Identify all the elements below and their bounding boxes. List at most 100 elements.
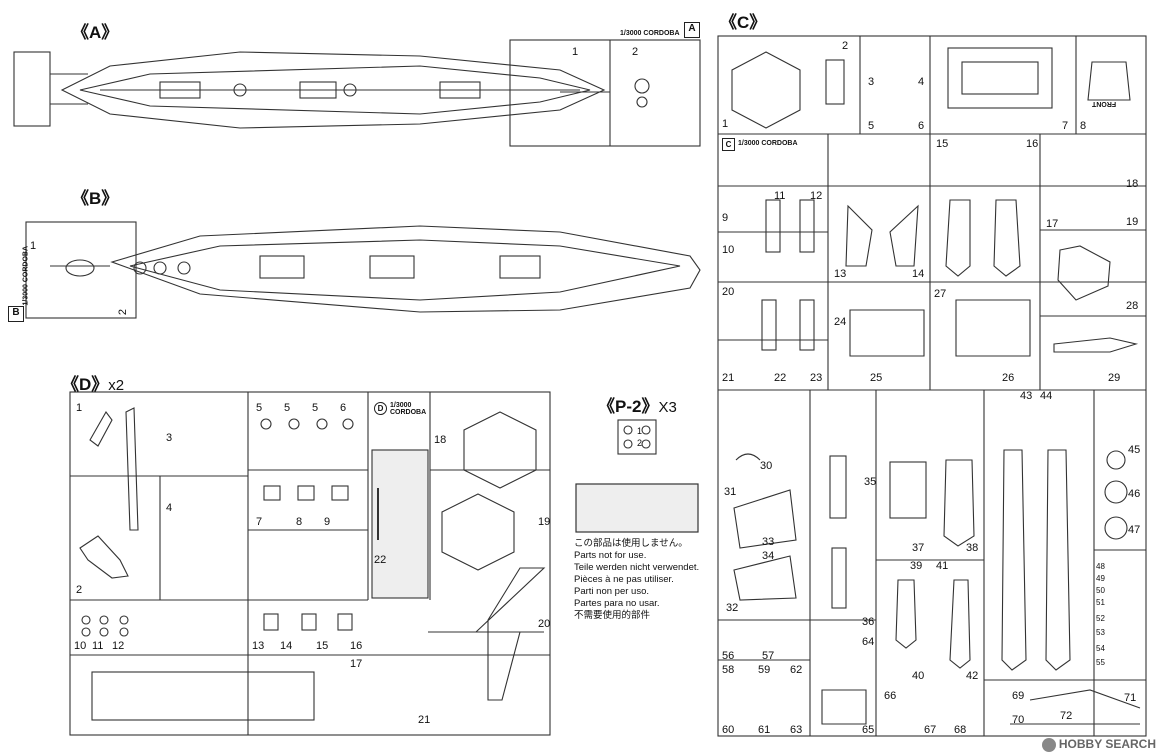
part-number: 18 <box>434 434 447 446</box>
sprue-d-letter: D <box>374 402 387 415</box>
part-number: 14 <box>280 640 293 652</box>
part-number: 34 <box>762 550 775 562</box>
not-for-use-panel <box>575 483 699 533</box>
sprue-c-title: 《C》 <box>720 13 767 32</box>
part-number: 23 <box>810 372 823 384</box>
part-number: 18 <box>1126 178 1139 190</box>
part-number: 7 <box>1062 120 1069 132</box>
part-number: 8 <box>1080 120 1087 132</box>
part-number: 40 <box>912 670 925 682</box>
sprue-p2-name: 《P-2》 <box>598 397 659 416</box>
part-number: 21 <box>722 372 735 384</box>
part-number: 4 <box>918 76 925 88</box>
part-number: 65 <box>862 724 875 736</box>
part-number: 5 <box>284 402 291 414</box>
part-number: 31 <box>724 486 737 498</box>
part-number: 12 <box>810 190 823 202</box>
part-number: 2 <box>637 438 643 448</box>
note-en: Parts not for use. <box>574 550 647 561</box>
front-marker: FRONT <box>1092 100 1117 107</box>
part-number: 16 <box>350 640 363 652</box>
watermark: HOBBY SEARCH <box>1041 737 1156 752</box>
note-de: Teile werden nicht verwendet. <box>574 562 700 573</box>
part-number: 15 <box>316 640 329 652</box>
part-number: 44 <box>1040 390 1053 402</box>
sprue-d-quantity: x2 <box>108 377 125 394</box>
note-ja: この部品は使用しません。 <box>574 538 688 549</box>
part-number: 1 <box>572 46 579 58</box>
part-number: 33 <box>762 536 775 548</box>
part-number: 11 <box>92 640 104 652</box>
sprue-d-title: 《D》x2 <box>62 370 124 395</box>
part-number: 30 <box>760 460 773 472</box>
part-number: 55 <box>1096 658 1105 667</box>
note-it: Parti non per uso. <box>574 586 649 597</box>
part-number: 58 <box>722 664 735 676</box>
part-number: 28 <box>1126 300 1139 312</box>
part-number: 43 <box>1020 390 1033 402</box>
part-number: 62 <box>790 664 803 676</box>
part-number: 21 <box>418 714 431 726</box>
part-number: 25 <box>870 372 883 384</box>
part-number: 2 <box>842 40 849 52</box>
note-es: Partes para no usar. <box>574 598 660 609</box>
part-number: 52 <box>1096 614 1105 623</box>
part-number: 4 <box>166 502 173 514</box>
sprue-c-letter: C <box>722 138 735 151</box>
part-number: 10 <box>722 244 735 256</box>
part-number: 59 <box>758 664 771 676</box>
part-number: 5 <box>868 120 875 132</box>
sprue-a-title: 《A》 <box>72 23 119 42</box>
part-number: 49 <box>1096 574 1105 583</box>
part-number: 12 <box>112 640 125 652</box>
sprue-a-letter: A <box>684 22 700 38</box>
part-number: 53 <box>1096 628 1105 637</box>
part-number: 37 <box>912 542 925 554</box>
part-number: 68 <box>954 724 967 736</box>
part-number: 1 <box>76 402 83 414</box>
part-number: 19 <box>1126 216 1139 228</box>
part-number: 63 <box>790 724 803 736</box>
sprue-b-frame <box>25 221 137 319</box>
sprue-b-title: 《B》 <box>72 189 119 208</box>
sprue-d-parts <box>79 407 546 701</box>
sprue-a-frame <box>13 39 701 147</box>
part-number: 17 <box>350 658 363 670</box>
part-number: 9 <box>324 516 331 528</box>
sprue-c-parts <box>731 47 1141 725</box>
hull-b-part <box>65 225 701 313</box>
part-number: 48 <box>1096 562 1105 571</box>
part-number: 36 <box>862 616 875 628</box>
part-number: 22 <box>774 372 787 384</box>
part-number: 7 <box>256 516 263 528</box>
hull-a-part <box>60 51 650 129</box>
part-number: 6 <box>918 120 925 132</box>
part-number: 47 <box>1128 524 1141 536</box>
sprue-p2-title: 《P-2》X3 <box>598 392 677 417</box>
part-number: 1 <box>30 240 37 252</box>
sprue-b-letter: B <box>8 306 24 322</box>
part-number: 72 <box>1060 710 1073 722</box>
sprue-d-name: 《D》 <box>62 375 109 394</box>
part-number: 50 <box>1096 586 1105 595</box>
part-number: 60 <box>722 724 735 736</box>
part-number: 10 <box>74 640 87 652</box>
part-number: 46 <box>1128 488 1141 500</box>
part-number: 11 <box>774 190 786 202</box>
watermark-text: HOBBY SEARCH <box>1058 737 1156 752</box>
part-number: 1 <box>722 118 729 130</box>
part-number: 9 <box>722 212 729 224</box>
sprue-p2-frame <box>617 419 657 455</box>
part-number: 15 <box>936 138 949 150</box>
part-number: 41 <box>936 560 949 572</box>
part-number: 51 <box>1096 598 1105 607</box>
part-number: 16 <box>1026 138 1039 150</box>
part-number: 67 <box>924 724 937 736</box>
part-number: 70 <box>1012 714 1025 726</box>
part-number: 13 <box>252 640 265 652</box>
part-number: 42 <box>966 670 979 682</box>
sprue-b-tag: 1/3000 CORDOBA <box>22 245 30 306</box>
sprue-c-tag: 1/3000 CORDOBA <box>738 140 798 147</box>
part-number: 3 <box>868 76 875 88</box>
note-zh: 不需要使用的部件 <box>574 610 651 621</box>
